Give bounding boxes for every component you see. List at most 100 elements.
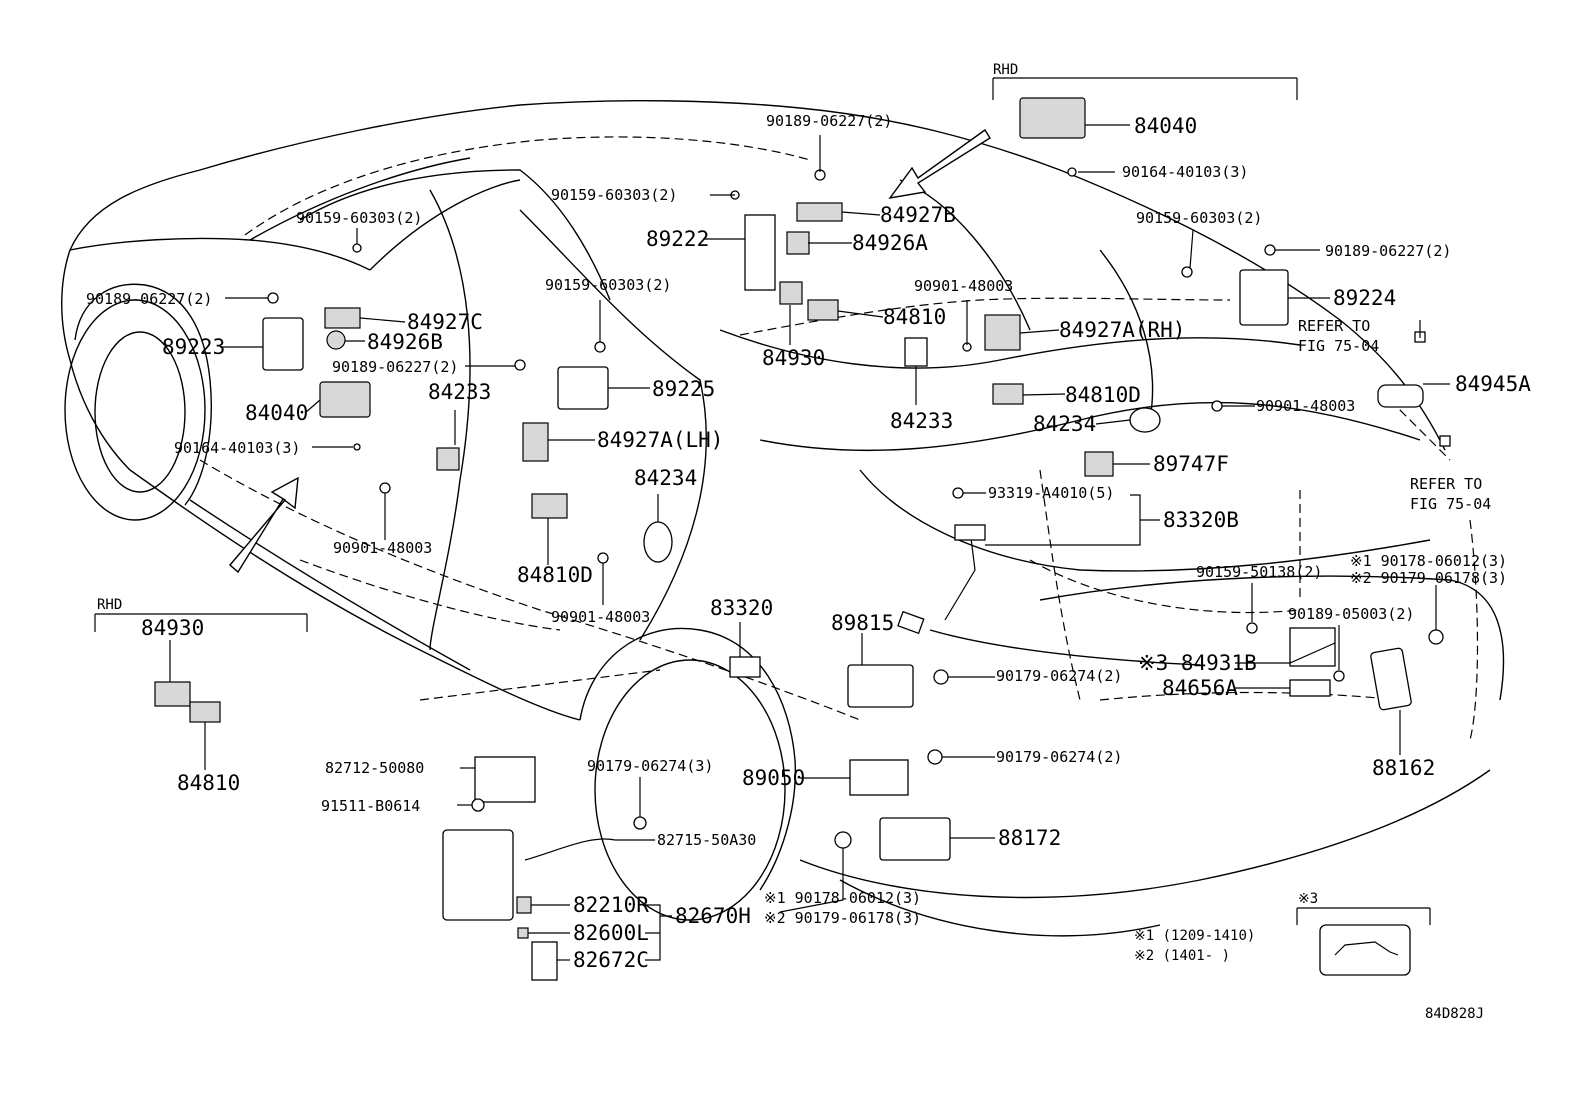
callout-90901-48003-lower: 90901-48003 [551,608,650,626]
switch-84927A-RH-shape [984,314,1021,351]
callout-88162: 88162 [1372,756,1435,780]
bolt-90901-right-shape [1211,400,1223,412]
nut-90179-a-shape [933,669,949,685]
callout-90159-60303-left: 90159-60303(2) [296,209,422,227]
callout-90901-48003-right: 90901-48003 [1256,397,1355,415]
switch-84930-rhd-shape [154,681,191,707]
clip-90189-center-shape [514,359,526,371]
clip-90189-right-shape [1264,244,1276,256]
callout-84926B: 84926B [367,330,443,354]
callout-89050: 89050 [742,766,805,790]
bolt-90159-50138-shape [1246,622,1258,634]
callout-90189-06227-left: 90189-06227(2) [86,290,212,308]
switch-84926B-shape [326,330,346,350]
callout-90178-06012-low: ※1 90178-06012(3) [764,889,921,907]
callout-90159-60303-top: 90159-60303(2) [551,186,677,204]
diagram-code: 84D828J [1425,1006,1484,1022]
callout-90159-50138: 90159-50138(2) [1196,563,1322,581]
bolt-90901-lower-shape [597,552,609,564]
callout-84040-left: 84040 [245,401,308,425]
module-88162-shape [1370,647,1412,711]
part-illustrations [154,97,1451,981]
callout-90179-06274-a: 90179-06274(2) [996,667,1122,685]
bracket-84656A-shape [1289,679,1331,697]
callout-90159-60303-right: 90159-60303(2) [1136,209,1262,227]
bolt-90159-right-shape [1181,266,1193,278]
screw-90164-rhd-shape [1067,167,1077,177]
sensor-84233-mid-shape [904,337,928,367]
screw-93319-shape [952,487,964,499]
note3-mark: ※3 [1298,891,1318,907]
view-arrows [229,128,991,574]
callout-90178-06012-high: ※1 90178-06012(3) [1350,552,1507,570]
callout-84931B: ※3 84931B [1138,651,1257,675]
callout-90189-05003: 90189-05003(2) [1288,605,1414,623]
callout-82670H: 82670H [675,904,751,928]
screw-90164-left-shape [353,443,361,451]
callout-90179-06274-b: 90179-06274(2) [996,748,1122,766]
label-82672C-shape [531,941,558,981]
callout-82672C: 82672C [573,948,649,972]
callout-91511-B0614: 91511-B0614 [321,797,420,815]
callout-90189-06227-right: 90189-06227(2) [1325,242,1451,260]
switch-84930-mid-shape [779,281,803,305]
nut-90178-high-shape [1428,629,1444,645]
callout-84927A-RH: 84927A(RH) [1059,318,1185,342]
bracket-89050-shape [849,759,909,796]
cover-82712-shape [474,756,536,803]
switch-84927C-shape [324,307,361,329]
callout-88172: 88172 [998,826,1061,850]
callout-84945A: 84945A [1455,372,1531,396]
note-1: ※1 (1209-1410) [1134,928,1255,944]
callout-83320: 83320 [710,596,773,620]
callout-90164-40103-left: 90164-40103(3) [174,439,300,457]
refer-upper-line1: REFER TO [1298,317,1370,335]
fastener-refer-lower-shape [1439,435,1451,447]
leader-lines [94,77,1450,961]
harness-dashed-lines [199,136,1479,741]
callout-93319-A4010: 93319-A4010(5) [988,484,1114,502]
rhd-label-top: RHD [993,62,1018,78]
sender-83320B-shape [954,524,986,541]
refer-upper-line2: FIG 75-04 [1298,337,1379,355]
clip-90189-left-shape [267,292,279,304]
switch-84810-mid-shape [807,299,839,321]
switch-84810D-left-shape [531,493,568,519]
callout-84927B: 84927B [880,203,956,227]
callout-84927A-LH: 84927A(LH) [597,428,723,452]
switch-84927A-LH-shape [522,422,549,462]
nut-90179-b-shape [927,749,943,765]
callout-84233-mid: 84233 [890,409,953,433]
callout-82715-50A30: 82715-50A30 [657,831,756,849]
switch-84040-rhd-shape [1019,97,1086,139]
trunk-symbol-car [1334,941,1399,956]
switch-84810-rhd-shape [189,701,221,723]
callout-labels: RHD RHD ※3 90189-06227(2) 90159-60303(2)… [86,62,1531,1022]
bolt-90901-left-shape [379,482,391,494]
ecu-82670H-shape [442,829,514,921]
fuse-82600L-shape [517,927,529,939]
callout-84234-left: 84234 [634,466,697,490]
callout-89222: 89222 [646,227,709,251]
module-89223-shape [262,317,304,371]
sensor-84233-left-shape [436,447,460,471]
callout-90159-60303-center: 90159-60303(2) [545,276,671,294]
callout-90179-06178-low: ※2 90179-06178(3) [764,909,921,927]
bracket-82715-shape [524,838,616,861]
module-89815-shape [847,664,914,708]
callout-89747F: 89747F [1153,452,1229,476]
callout-84234-mid: 84234 [1033,412,1096,436]
callout-84927C: 84927C [407,310,483,334]
trunk-symbol-box [1319,924,1411,976]
module-89225-shape [557,366,609,410]
callout-84810-mid: 84810 [883,305,946,329]
switch-84927B-shape [796,202,843,222]
callout-89223: 89223 [162,335,225,359]
callout-89224: 89224 [1333,286,1396,310]
callout-90189-06227-center: 90189-06227(2) [332,358,458,376]
bracket-84931B-shape [1289,627,1336,667]
nut-90178-low-shape [834,831,852,849]
sender-83320B-float [897,610,925,635]
